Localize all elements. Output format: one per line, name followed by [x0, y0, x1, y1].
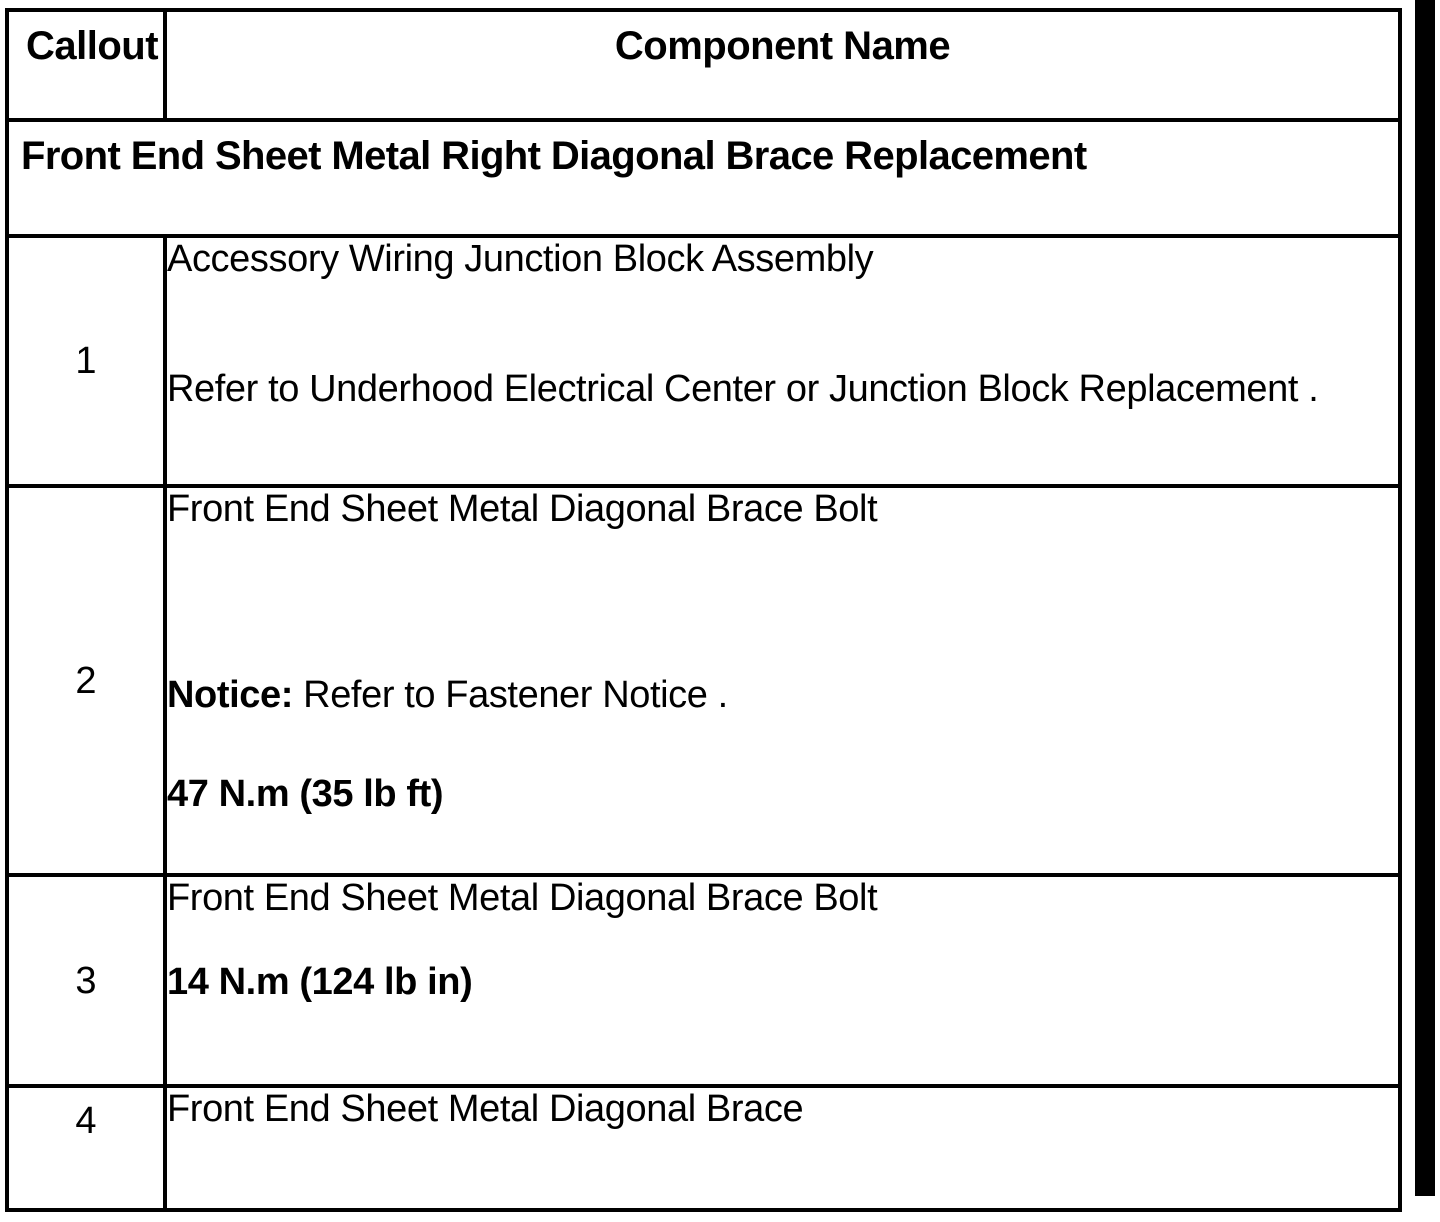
table-row: 3 Front End Sheet Metal Diagonal Brace B… [5, 873, 1402, 1088]
section-title: Front End Sheet Metal Right Diagonal Bra… [21, 134, 1087, 178]
component-name-cell: Front End Sheet Metal Diagonal Brace Bol… [163, 484, 1402, 877]
spacer [167, 921, 1398, 961]
callout-table: Callout Component Name Front End Sheet M… [5, 8, 1402, 1212]
callout-cell: 1 [5, 234, 167, 488]
component-name-text: Front End Sheet Metal Diagonal Brace [167, 1088, 804, 1130]
component-name-cell: Accessory Wiring Junction Block Assembly… [163, 234, 1402, 488]
header-label-component-name: Component Name [614, 24, 951, 68]
header-cell-callout: Callout [5, 8, 167, 122]
header-label-callout: Callout [25, 24, 159, 68]
table-header-row: Callout Component Name [5, 8, 1402, 122]
callout-cell: 4 [5, 1084, 167, 1212]
component-name-text: Front End Sheet Metal Diagonal Brace Bol… [167, 488, 878, 530]
callout-number: 4 [75, 1100, 97, 1142]
callout-number: 1 [75, 340, 97, 382]
component-name-cell: Front End Sheet Metal Diagonal Brace [163, 1084, 1402, 1212]
component-name-cell: Front End Sheet Metal Diagonal Brace Bol… [163, 873, 1402, 1088]
spacer [167, 282, 1398, 368]
callout-cell: 3 [5, 873, 167, 1088]
spacer [167, 618, 1398, 674]
table-row: 4 Front End Sheet Metal Diagonal Brace [5, 1084, 1402, 1212]
notice-line: Notice: Refer to Fastener Notice . [167, 674, 1398, 718]
component-name-text: Front End Sheet Metal Diagonal Brace Bol… [167, 877, 878, 919]
reference-link-text[interactable]: Refer to Underhood Electrical Center or … [167, 367, 1319, 410]
callout-number: 3 [75, 959, 97, 1002]
callout-number: 2 [75, 659, 97, 702]
table-row: 2 Front End Sheet Metal Diagonal Brace B… [5, 484, 1402, 877]
spacer [167, 532, 1398, 618]
torque-spec-text: 14 N.m (124 lb in) [167, 960, 473, 1003]
section-title-row: Front End Sheet Metal Right Diagonal Bra… [5, 118, 1402, 238]
table-row: 1 Accessory Wiring Junction Block Assemb… [5, 234, 1402, 488]
spacer [167, 717, 1398, 773]
notice-reference-text[interactable]: Refer to Fastener Notice . [293, 673, 728, 716]
torque-spec-text: 47 N.m (35 lb ft) [167, 773, 444, 816]
notice-label: Notice: [167, 673, 293, 716]
header-cell-component-name: Component Name [163, 8, 1402, 122]
component-name-text: Accessory Wiring Junction Block Assembly [167, 238, 874, 280]
page-edge-bar [1415, 0, 1435, 1196]
page-canvas: Callout Component Name Front End Sheet M… [5, 0, 1435, 1212]
section-title-cell: Front End Sheet Metal Right Diagonal Bra… [5, 118, 1402, 238]
callout-cell: 2 [5, 484, 167, 877]
